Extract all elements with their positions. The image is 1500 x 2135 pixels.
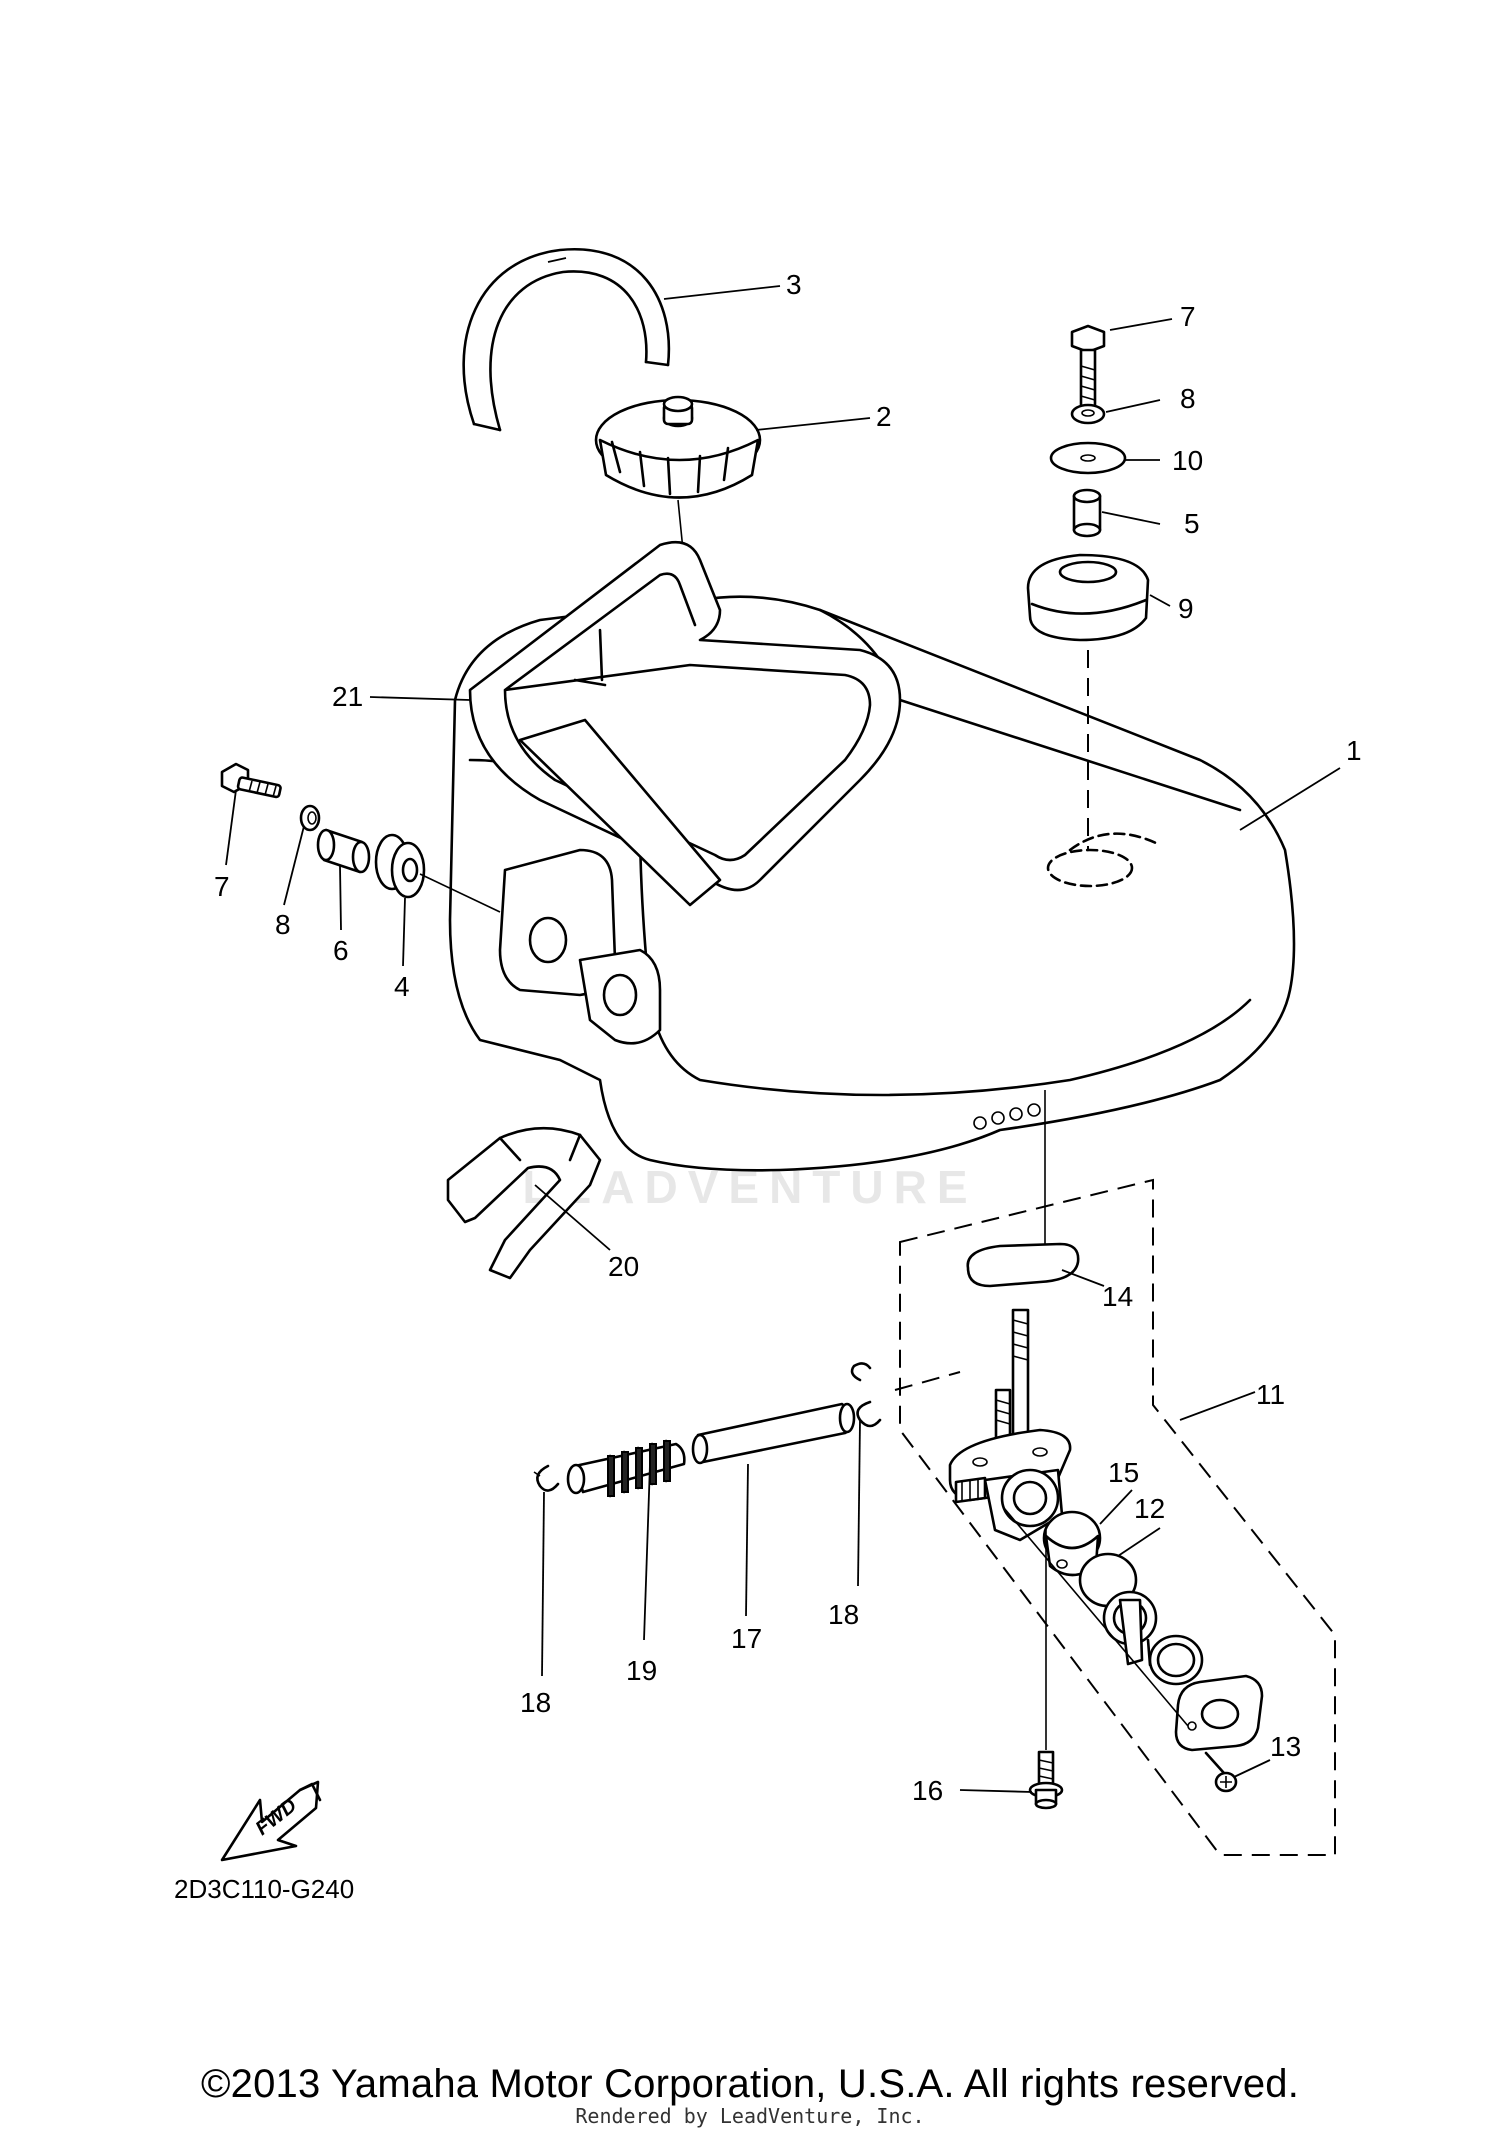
callout-9: 9 xyxy=(1178,593,1194,624)
callout-13: 13 xyxy=(1270,1731,1301,1762)
callout-21: 21 xyxy=(332,681,363,712)
callout-16: 16 xyxy=(912,1775,943,1806)
fuel-cock-body xyxy=(948,1308,1072,1542)
callout-8b: 8 xyxy=(275,909,291,940)
part-13-screw xyxy=(1204,1751,1238,1793)
callout-11: 11 xyxy=(1256,1379,1285,1410)
part-6-collar xyxy=(316,828,371,874)
callout-2: 2 xyxy=(876,401,892,432)
callout-10: 10 xyxy=(1172,445,1203,476)
part-21-guard xyxy=(468,540,902,907)
callout-1: 1 xyxy=(1346,735,1362,766)
part-4-grommet xyxy=(374,833,426,899)
callout-18b: 18 xyxy=(520,1687,551,1718)
part-18-clip-right xyxy=(850,1362,882,1428)
callout-15: 15 xyxy=(1108,1457,1139,1488)
fuel-cock-axis-line xyxy=(1003,1507,1189,1727)
callout-3: 3 xyxy=(786,269,802,300)
callout-7b: 7 xyxy=(214,871,230,902)
part-7-bolt-right xyxy=(1070,324,1106,408)
rendered-by-notice: Rendered by LeadVenture, Inc. xyxy=(575,2104,925,2128)
part-5-collar xyxy=(1072,488,1102,538)
part-3-breather-hose xyxy=(462,247,671,432)
part-16-screw xyxy=(1028,1530,1064,1810)
callout-18a: 18 xyxy=(828,1599,859,1630)
fwd-arrow-icon: FWD xyxy=(220,1780,322,1862)
callout-14: 14 xyxy=(1102,1281,1133,1312)
part-10-plate-washer xyxy=(1049,441,1127,475)
callout-6: 6 xyxy=(333,935,349,966)
part-8-washer-right xyxy=(1070,403,1106,425)
part-2-fuel-cap xyxy=(594,395,762,499)
part-7-bolt-left xyxy=(220,762,282,799)
pipe-to-cock-line xyxy=(894,1371,961,1391)
copyright-notice: ©2013 Yamaha Motor Corporation, U.S.A. A… xyxy=(200,2062,1300,2106)
callout-19: 19 xyxy=(626,1655,657,1686)
diagram-code: 2D3C110-G240 xyxy=(174,1874,354,1904)
callout-8a: 8 xyxy=(1180,383,1196,414)
callout-17: 17 xyxy=(731,1623,762,1654)
fuel-cock-oring xyxy=(1148,1634,1204,1686)
part-19-pipe-protector xyxy=(566,1439,686,1498)
part-17-fuel-pipe xyxy=(691,1402,856,1465)
part-20-clip xyxy=(446,1126,602,1280)
part-11-assembly-outline xyxy=(899,1178,1336,1856)
part-callouts: 1 2 3 4 5 6 7 7 8 8 9 10 11 12 13 14 15 … xyxy=(214,269,1362,1806)
part-18-clip-left xyxy=(533,1464,560,1492)
callout-4: 4 xyxy=(394,971,410,1002)
fuel-cock-lever xyxy=(1102,1590,1158,1667)
leader-lines xyxy=(225,285,1341,1793)
callout-12: 12 xyxy=(1134,1493,1165,1524)
callout-20: 20 xyxy=(608,1251,639,1282)
callout-5: 5 xyxy=(1184,508,1200,539)
part-14-gasket xyxy=(966,1242,1080,1288)
fuel-cock-plate xyxy=(1174,1674,1264,1752)
part-9-grommet xyxy=(1026,553,1150,642)
callout-7a: 7 xyxy=(1180,301,1196,332)
part-4-center-line xyxy=(419,873,501,913)
part-8-washer-left xyxy=(299,804,321,832)
